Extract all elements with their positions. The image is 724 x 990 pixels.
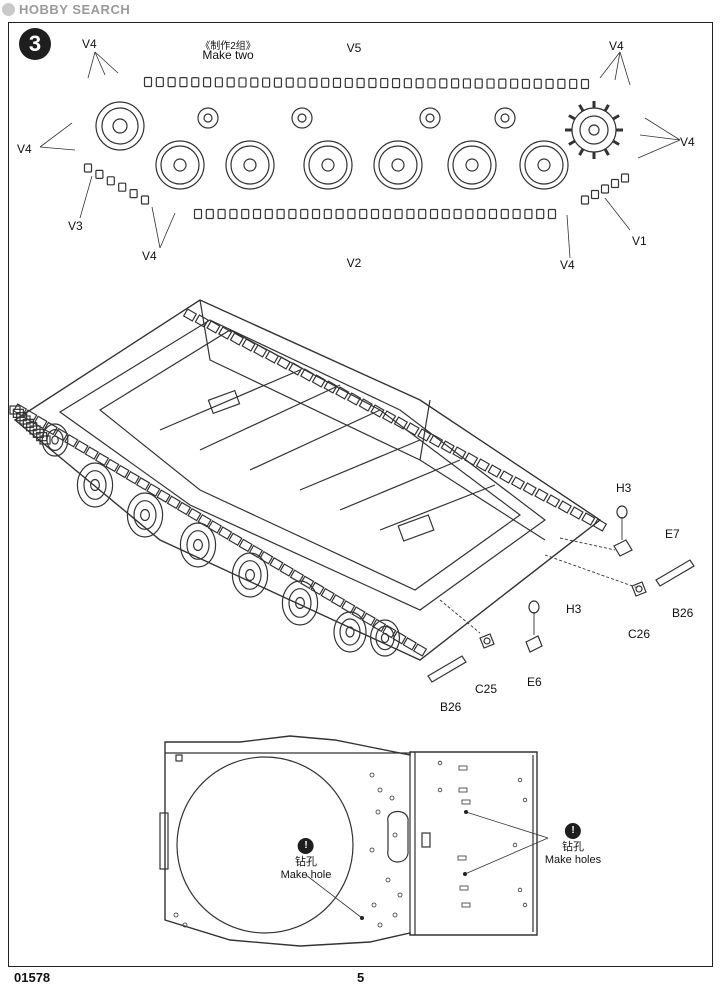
make-holes-note: ! 钻孔 Make holes — [545, 823, 601, 867]
part-label-c26: C26 — [628, 627, 651, 641]
tank-track-far — [182, 308, 608, 532]
part-label-v4-top-left: V4 — [82, 37, 97, 51]
hull-plate-holes — [173, 760, 528, 928]
tank-track-left — [9, 403, 428, 657]
watermark-text: HOBBY SEARCH — [19, 2, 131, 17]
part-label-b26-left: B26 — [440, 700, 462, 714]
part-label-v1: V1 — [632, 234, 647, 248]
tank-hull-isometric — [13, 299, 602, 661]
leader-lines-track — [39, 51, 681, 259]
part-h3-upper — [616, 505, 628, 519]
part-b26-left — [427, 655, 467, 683]
tank-road-wheels — [41, 423, 401, 657]
make-two-label-zh: 《制作2组》 — [200, 41, 256, 52]
page-number: 5 — [357, 970, 365, 985]
part-label-v4-top-right: V4 — [609, 39, 624, 53]
part-label-h3-upper: H3 — [616, 481, 632, 495]
make-hole-zh: 钻孔 — [294, 856, 317, 868]
track-bottom-run — [193, 208, 557, 220]
part-e7 — [613, 539, 633, 557]
drive-sprocket — [565, 101, 623, 159]
make-hole-note: ! 钻孔 Make hole — [280, 838, 332, 882]
track-left-end — [83, 163, 150, 205]
road-wheels — [155, 140, 569, 190]
track-right-end — [580, 173, 630, 205]
part-label-v4-right: V4 — [680, 135, 695, 149]
part-h3-lower — [528, 600, 540, 614]
part-label-e7: E7 — [665, 527, 680, 541]
part-label-c25: C25 — [475, 682, 498, 696]
track-top-run — [143, 76, 590, 90]
make-two-label-en: Make two — [202, 48, 254, 62]
part-e6 — [525, 635, 543, 653]
part-assembly-lines — [439, 517, 639, 635]
make-holes-en: Make holes — [544, 854, 602, 866]
hull-floor-plate — [159, 735, 538, 947]
part-label-v5: V5 — [346, 41, 362, 55]
idler-wheel — [95, 101, 145, 151]
part-c25 — [479, 633, 495, 649]
return-rollers — [197, 107, 516, 129]
part-c26 — [631, 581, 647, 597]
part-b26-right — [655, 559, 695, 587]
page-frame — [8, 22, 713, 967]
part-label-v4-left: V4 — [17, 142, 32, 156]
kit-code: 01578 — [14, 970, 51, 985]
step-number-badge: 3 — [19, 28, 51, 60]
watermark-logo-icon — [2, 3, 15, 16]
part-label-e6: E6 — [527, 675, 542, 689]
exclamation-icon: ! — [297, 838, 314, 854]
part-label-h3-lower: H3 — [566, 602, 582, 616]
part-label-b26-right: B26 — [672, 606, 694, 620]
part-label-v4-bottom-left: V4 — [142, 249, 157, 263]
watermark: HOBBY SEARCH — [2, 2, 130, 17]
exclamation-icon: ! — [564, 823, 581, 839]
make-holes-zh: 钻孔 — [561, 841, 584, 853]
part-label-v3: V3 — [68, 219, 83, 233]
make-hole-en: Make hole — [280, 869, 332, 881]
part-label-v4-bottom-right: V4 — [560, 258, 575, 272]
hole-leader-lines — [305, 811, 549, 919]
part-label-v2: V2 — [346, 256, 362, 270]
